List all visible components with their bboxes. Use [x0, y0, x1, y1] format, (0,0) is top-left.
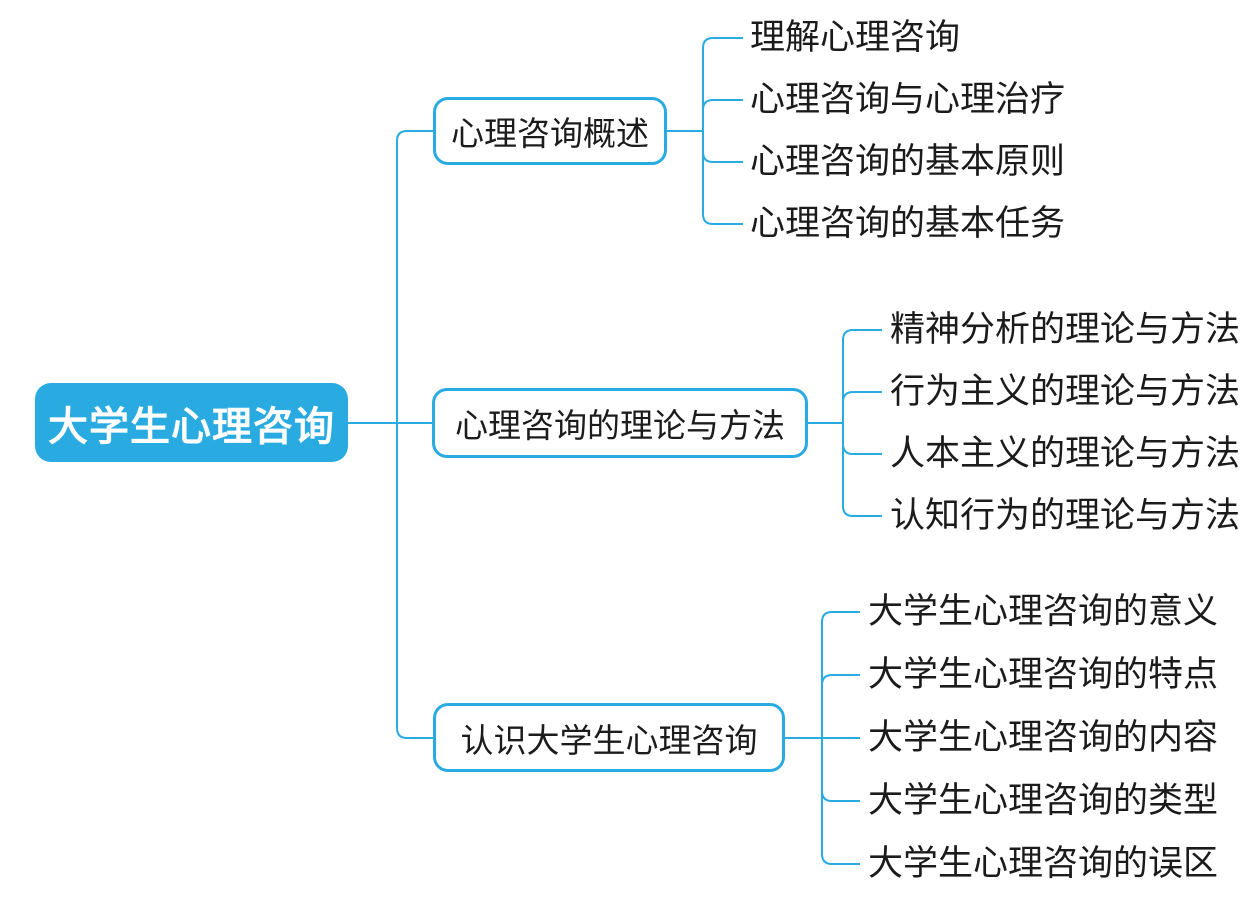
connector-branch3-leaf2 [821, 674, 860, 686]
leaf-node[interactable]: 大学生心理咨询的意义 [868, 592, 1219, 631]
connector-root-branch1 [396, 130, 433, 423]
connector-branch1-leaf4 [702, 131, 743, 225]
connector-branch1-leaf1 [702, 37, 743, 131]
root-node[interactable]: 大学生心理咨询 [35, 383, 348, 462]
branch-label: 心理咨询概述 [451, 115, 649, 152]
branch-node-theories-methods[interactable]: 心理咨询的理论与方法 [432, 388, 808, 458]
connector-branch2-leaf1 [842, 329, 882, 423]
leaf-node[interactable]: 行为主义的理论与方法 [890, 372, 1241, 411]
leaf-node[interactable]: 大学生心理咨询的误区 [868, 844, 1219, 883]
leaf-node[interactable]: 大学生心理咨询的类型 [868, 781, 1219, 820]
connector-branch3-leaf1 [821, 611, 860, 738]
root-label: 大学生心理咨询 [48, 404, 335, 449]
connector-branch1-leaf3 [702, 151, 743, 163]
leaf-node[interactable]: 认知行为的理论与方法 [890, 496, 1241, 535]
connector-branch2-leaf3 [842, 443, 882, 455]
leaf-node[interactable]: 理解心理咨询 [750, 18, 961, 57]
connector-branch2-leaf4 [842, 423, 882, 517]
leaf-node[interactable]: 大学生心理咨询的内容 [868, 718, 1219, 757]
branch-node-understanding-student-counseling[interactable]: 认识大学生心理咨询 [433, 703, 785, 772]
connector-branch1-leaf2 [702, 99, 743, 111]
connector-branch2-leaf2 [842, 391, 882, 403]
leaf-node[interactable]: 心理咨询的基本原则 [750, 142, 1066, 181]
leaf-node[interactable]: 心理咨询与心理治疗 [750, 80, 1066, 119]
leaf-node[interactable]: 大学生心理咨询的特点 [868, 655, 1219, 694]
branch-node-counseling-overview[interactable]: 心理咨询概述 [433, 97, 667, 165]
leaf-node[interactable]: 心理咨询的基本任务 [750, 204, 1066, 243]
connector-root-branch3 [396, 423, 433, 739]
leaf-node[interactable]: 精神分析的理论与方法 [890, 310, 1241, 349]
connector-branch3-leaf5 [821, 738, 860, 865]
branch-label: 认识大学生心理咨询 [460, 721, 758, 759]
connector-branch3-leaf4 [821, 790, 860, 802]
leaf-node[interactable]: 人本主义的理论与方法 [890, 434, 1241, 473]
branch-label: 心理咨询的理论与方法 [455, 407, 785, 444]
